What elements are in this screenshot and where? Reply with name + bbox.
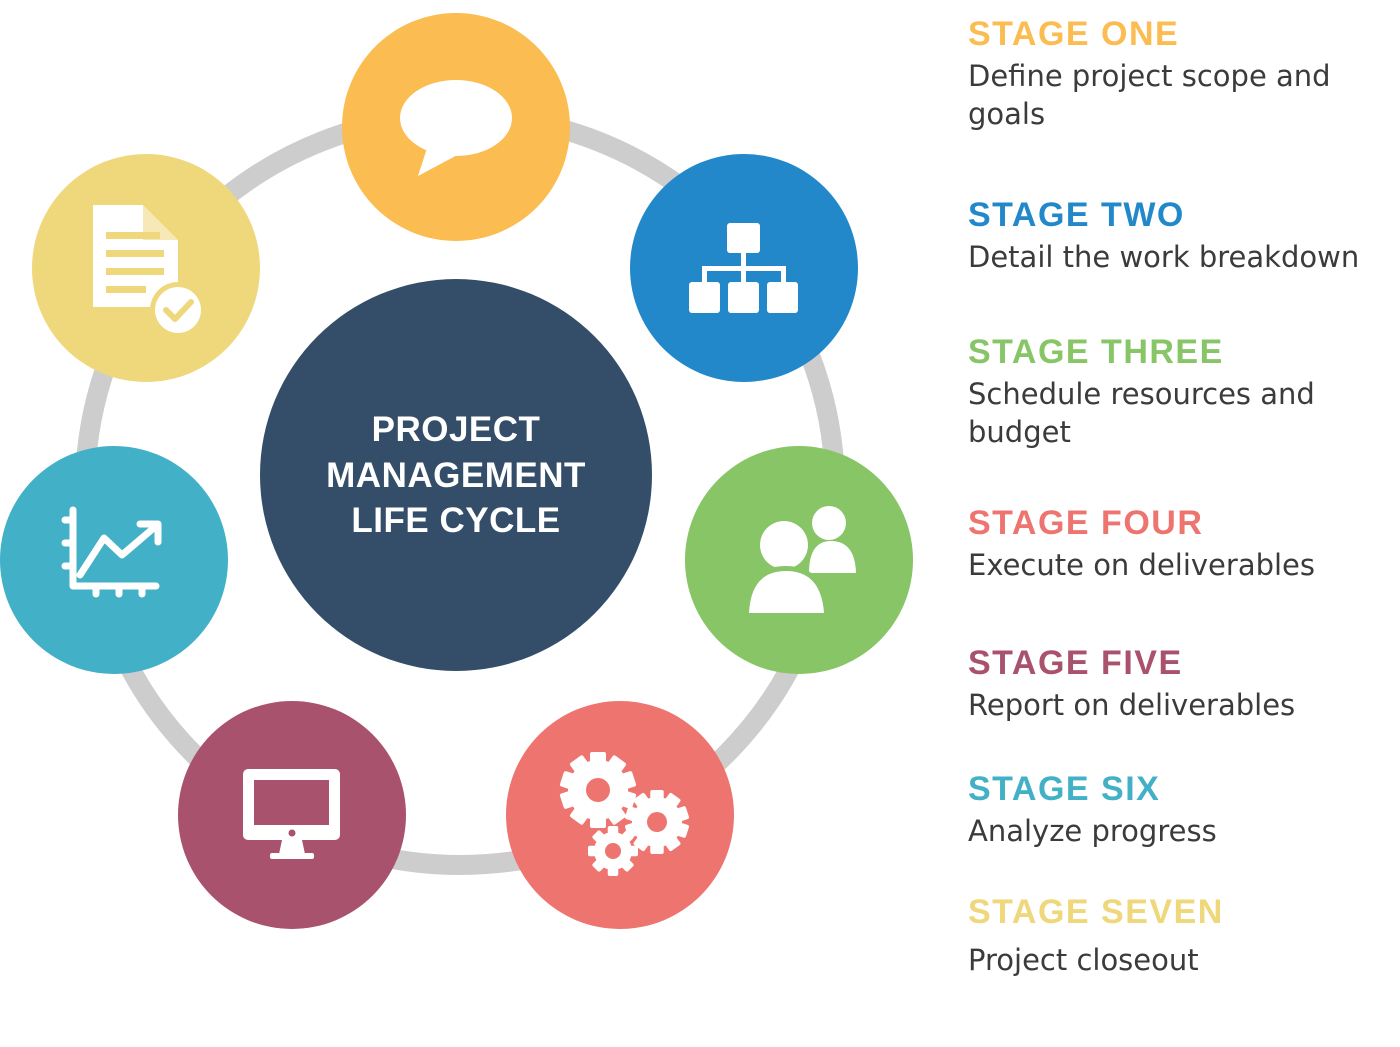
stage-description: Analyze progress	[968, 814, 1217, 848]
stage-description: Define project scope and goals	[968, 59, 1331, 131]
stage-node-circle	[0, 446, 228, 674]
stage-title: STAGE THREE	[968, 333, 1224, 371]
stage-description: Detail the work breakdown	[968, 240, 1360, 274]
center-line-3: LIFE CYCLE	[351, 501, 560, 540]
stage-description: Execute on deliverables	[968, 548, 1316, 582]
stage-item-4: STAGE FOUR Execute on deliverables	[968, 504, 1388, 584]
monitor-icon	[243, 769, 340, 859]
life-cycle-diagram: PROJECT MANAGEMENT LIFE CYCLE	[0, 13, 913, 929]
center-node: PROJECT MANAGEMENT LIFE CYCLE	[260, 279, 652, 671]
speech-bubble-icon	[400, 80, 512, 176]
stage-node-5	[178, 701, 406, 929]
stage-title: STAGE ONE	[968, 15, 1180, 53]
stage-node-7	[32, 154, 260, 382]
people-icon	[743, 506, 856, 616]
stage-node-2	[630, 154, 858, 382]
stage-item-5: STAGE FIVE Report on deliverables	[968, 644, 1388, 724]
stage-item-7: STAGE SEVEN Project closeout	[968, 893, 1388, 979]
stage-node-6	[0, 446, 228, 674]
stage-item-6: STAGE SIX Analyze progress	[968, 770, 1388, 850]
stage-title: STAGE FOUR	[968, 504, 1204, 542]
stage-description: Schedule resources and budget	[968, 377, 1315, 449]
stage-title: STAGE FIVE	[968, 644, 1183, 682]
stage-item-2: STAGE TWO Detail the work breakdown	[968, 196, 1388, 276]
stage-description: Report on deliverables	[968, 688, 1296, 722]
trend-chart-icon	[61, 506, 162, 598]
center-circle	[260, 279, 652, 671]
stage-node-3	[685, 446, 913, 674]
stage-title: STAGE SIX	[968, 770, 1161, 808]
org-chart-icon	[689, 223, 798, 313]
stage-node-4	[506, 701, 734, 929]
stage-node-1	[342, 13, 570, 241]
stage-title: STAGE SEVEN	[968, 893, 1224, 931]
stage-title: STAGE TWO	[968, 196, 1185, 234]
stage-item-3: STAGE THREE Schedule resources and budge…	[968, 333, 1388, 451]
stage-item-1: STAGE ONE Define project scope and goals	[968, 15, 1388, 133]
center-line-2: MANAGEMENT	[326, 456, 586, 495]
stage-description: Project closeout	[968, 943, 1199, 977]
document-check-icon	[93, 205, 206, 338]
center-line-1: PROJECT	[372, 410, 541, 449]
gears-icon	[559, 752, 689, 876]
